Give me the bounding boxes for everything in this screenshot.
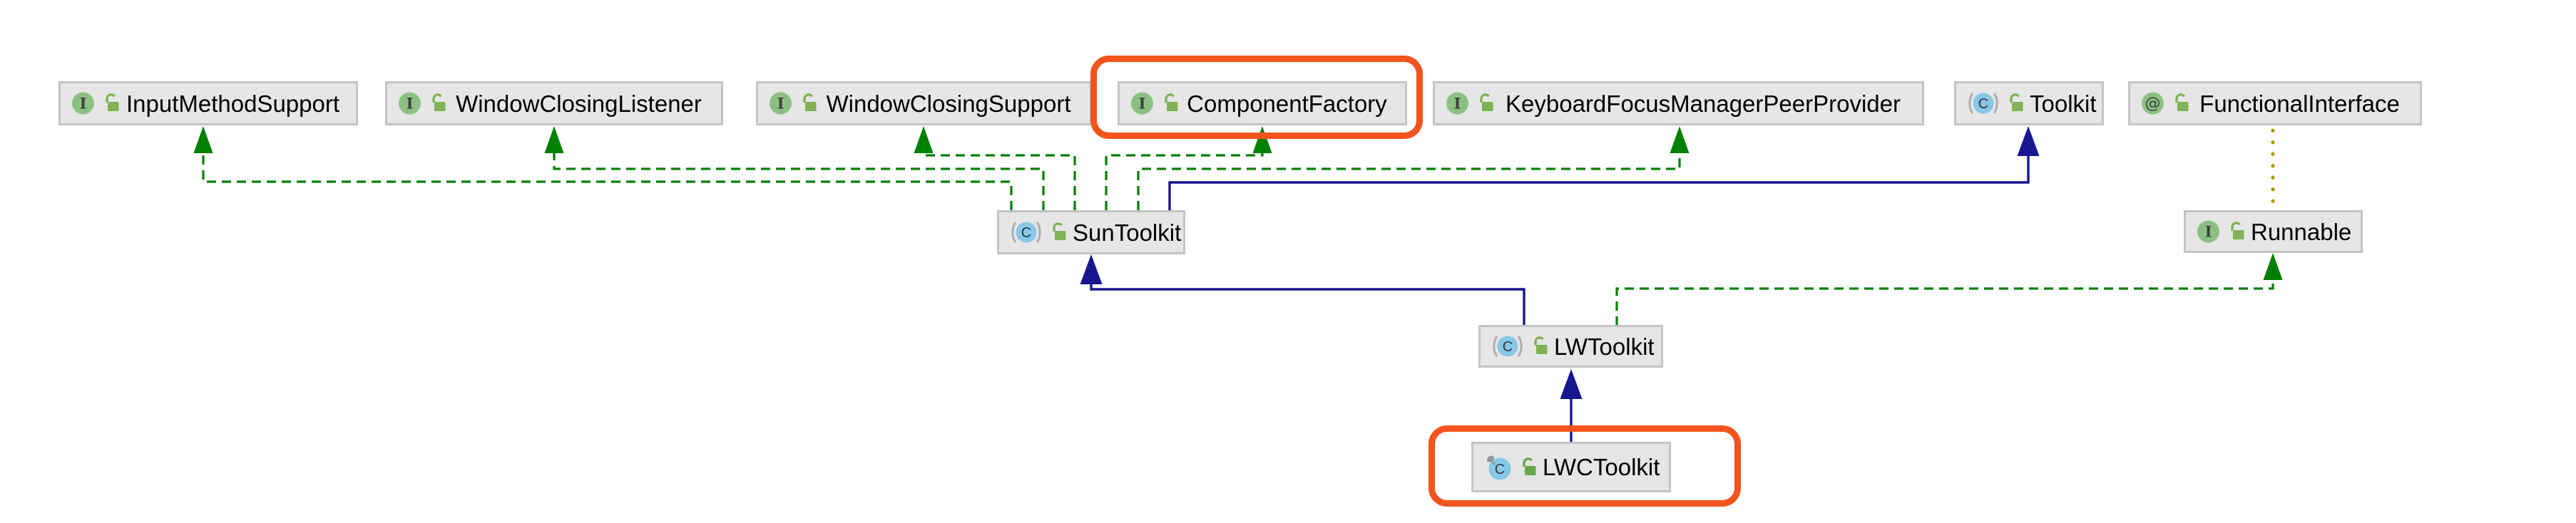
edge-SunToolkit-implements-WindowClosingListener [553,152,1045,210]
open-lock-icon [2231,222,2244,239]
svg-text:I: I [1454,95,1461,113]
class-node-WindowClosingSupport[interactable]: I WindowClosingSupport [756,81,1092,125]
interface-icon: I [399,92,421,115]
node-label: Toolkit [2030,90,2097,117]
interface-icon: I [1446,92,1468,115]
class-node-Toolkit[interactable]: C Toolkit [1954,81,2104,125]
class-node-ComponentFactory[interactable]: I ComponentFactory [1118,81,1407,125]
arrowhead-LWToolkit-extends-SunToolkit [1080,254,1103,284]
edge-SunToolkit-extends-Toolkit [1168,156,2030,210]
node-label: LWToolkit [1554,333,1655,360]
node-label: LWCToolkit [1543,454,1660,480]
edge-LWToolkit-implements-Runnable [1615,280,2274,326]
arrowhead-SunToolkit-implements-InputMethodSupport [193,126,213,153]
open-lock-icon [1165,93,1178,111]
svg-text:@: @ [2145,95,2161,113]
class-node-KeyboardFocusManagerPeerProvider[interactable]: I KeyboardFocusManagerPeerProvider [1433,81,1924,125]
class-node-LWCToolkit[interactable]: C LWCToolkit [1471,442,1671,492]
open-lock-icon [1523,457,1536,475]
abstract-class-icon: C [1493,336,1523,357]
open-lock-icon [1480,93,1493,111]
interface-icon: I [1131,92,1153,115]
node-label: SunToolkit [1073,219,1182,246]
node-label: WindowClosingListener [456,90,702,117]
node-icons: I [768,90,819,116]
class-node-Runnable[interactable]: I Runnable [2184,210,2363,253]
edge-LWToolkit-extends-SunToolkit [1090,284,1525,326]
interface-icon: I [72,92,94,115]
edge-SunToolkit-implements-ComponentFactory [1105,152,1264,210]
node-label: KeyboardFocusManagerPeerProvider [1506,90,1901,117]
class-node-FunctionalInterface[interactable]: @ FunctionalInterface [2128,81,2422,125]
open-lock-icon [2175,93,2189,111]
node-label: ComponentFactory [1187,90,1387,117]
node-label: Runnable [2251,218,2352,245]
node-icons: C [1483,453,1538,482]
edge-SunToolkit-implements-WindowClosingSupport [922,152,1076,210]
arrowhead-SunToolkit-implements-KeyboardFocusManagerPeerProvider [1670,126,1690,153]
open-lock-icon [432,93,446,111]
svg-text:C: C [1978,96,1988,112]
node-icons: I [71,90,121,116]
class-node-LWToolkit[interactable]: C LWToolkit [1478,325,1663,368]
node-icons: C [1009,219,1068,246]
svg-text:I: I [777,95,784,113]
open-lock-icon [1534,336,1548,354]
interface-icon: I [770,92,792,115]
open-lock-icon [803,93,817,111]
class-node-SunToolkit[interactable]: C SunToolkit [997,210,1185,254]
svg-text:I: I [2205,223,2212,241]
arrowhead-SunToolkit-extends-Toolkit [2017,126,2040,156]
node-icons: C [1491,333,1550,360]
node-label: WindowClosingSupport [826,90,1071,117]
node-icons: I [1130,90,1180,116]
arrowhead-LWToolkit-implements-Runnable [2263,253,2283,280]
svg-text:C: C [1503,339,1513,355]
node-icons: C [1966,90,2025,117]
arrowhead-SunToolkit-implements-WindowClosingListener [544,126,564,153]
annotation-icon: @ [2142,92,2164,115]
edge-SunToolkit-implements-InputMethodSupport [202,152,1013,210]
arrowhead-SunToolkit-implements-WindowClosingSupport [914,126,934,153]
svg-text:C: C [1495,462,1505,477]
open-lock-icon [2010,93,2023,111]
arrowhead-SunToolkit-implements-ComponentFactory [1252,126,1272,153]
open-lock-icon [106,93,119,111]
final-class-icon: C [1486,455,1511,480]
edge-SunToolkit-implements-KeyboardFocusManagerPeerProvider [1137,152,1681,210]
interface-icon: I [2197,220,2219,243]
node-label: FunctionalInterface [2199,90,2400,117]
class-node-WindowClosingListener[interactable]: I WindowClosingListener [385,81,723,125]
svg-text:I: I [1139,95,1146,113]
open-lock-icon [1053,222,1066,240]
node-icons: I [2196,219,2247,244]
abstract-class-icon: C [1968,93,1998,114]
class-node-InputMethodSupport[interactable]: I InputMethodSupport [58,81,358,125]
node-label: InputMethodSupport [126,90,340,117]
svg-text:I: I [80,95,87,113]
abstract-class-icon: C [1011,222,1041,243]
node-icons: I [397,90,448,116]
arrowhead-LWCToolkit-extends-LWToolkit [1560,369,1583,399]
svg-text:I: I [407,95,414,113]
node-icons: @ [2140,90,2191,116]
svg-text:C: C [1021,225,1031,241]
node-icons: I [1445,90,1496,116]
